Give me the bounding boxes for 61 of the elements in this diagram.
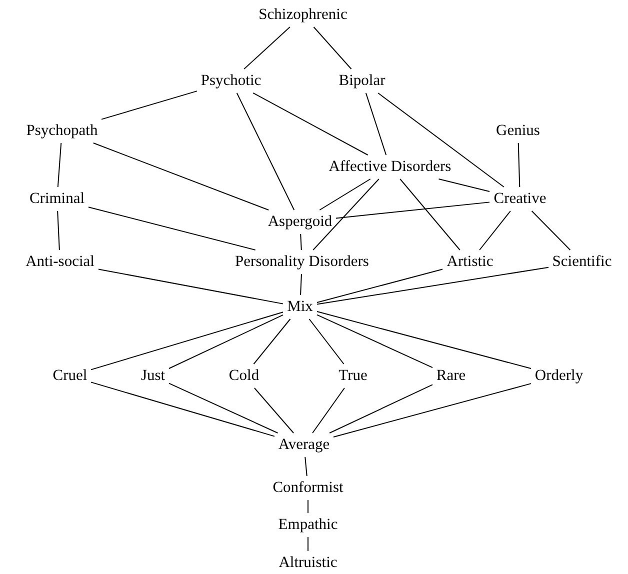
connector-line	[336, 202, 490, 219]
connector-line	[365, 92, 387, 156]
connector-line	[101, 90, 198, 120]
node-label: Cruel	[48, 364, 92, 388]
connector-line	[316, 266, 549, 305]
node-label: Bipolar	[334, 69, 390, 93]
node-label: True	[334, 364, 372, 388]
node-label: Psychopath	[22, 119, 102, 143]
connector-line	[316, 268, 443, 303]
node-label: Rare	[432, 364, 470, 388]
connector-line	[308, 318, 344, 364]
node-label: Conformist	[268, 476, 348, 500]
node-label: Altruistic	[274, 551, 342, 574]
node-label: Average	[274, 433, 334, 457]
connector-line	[313, 26, 352, 70]
connector-line	[479, 210, 511, 250]
connector-line	[92, 142, 270, 210]
connector-line	[57, 142, 62, 188]
connector-line	[518, 142, 520, 188]
connector-line	[236, 92, 295, 210]
connector-line	[300, 274, 302, 296]
connector-line	[253, 318, 291, 364]
connector-line	[90, 382, 275, 437]
node-label: Artistic	[442, 250, 498, 274]
connector-line	[319, 178, 371, 210]
node-label: Psychotic	[196, 69, 266, 93]
connector-line	[329, 384, 433, 434]
node-label: Personality Disorders	[231, 250, 373, 274]
node-label: Scientific	[548, 250, 616, 274]
connector-line	[312, 388, 345, 434]
connector-line	[304, 456, 308, 476]
node-label: Orderly	[530, 364, 588, 388]
connector-line	[168, 382, 278, 434]
connector-line	[312, 178, 380, 250]
connector-line	[244, 26, 290, 70]
connector-line	[300, 234, 302, 250]
connector-line	[316, 314, 433, 368]
node-label: Criminal	[25, 187, 89, 211]
connector-line	[88, 206, 256, 250]
node-label: Empathic	[274, 513, 342, 537]
node-label: Just	[136, 364, 170, 388]
node-label: Anti-social	[22, 250, 98, 274]
connector-line	[254, 388, 294, 434]
node-label: Aspergoid	[264, 210, 336, 234]
connector-line	[252, 92, 368, 156]
connector-line	[316, 311, 532, 370]
node-label: Cold	[224, 364, 264, 388]
connector-line	[378, 92, 504, 188]
connector-line	[333, 383, 532, 438]
connector-line	[531, 210, 571, 250]
connector-line	[438, 178, 490, 192]
node-label: Creative	[490, 187, 550, 211]
node-label: Mix	[283, 295, 317, 319]
node-label: Affective Disorders	[324, 155, 456, 179]
node-label: Schizophrenic	[254, 3, 352, 27]
node-label: Genius	[492, 119, 544, 143]
connector-line	[57, 210, 60, 250]
connector-line	[98, 268, 284, 304]
connector-line	[168, 314, 284, 369]
connector-line	[400, 178, 460, 250]
connector-line	[90, 312, 284, 370]
